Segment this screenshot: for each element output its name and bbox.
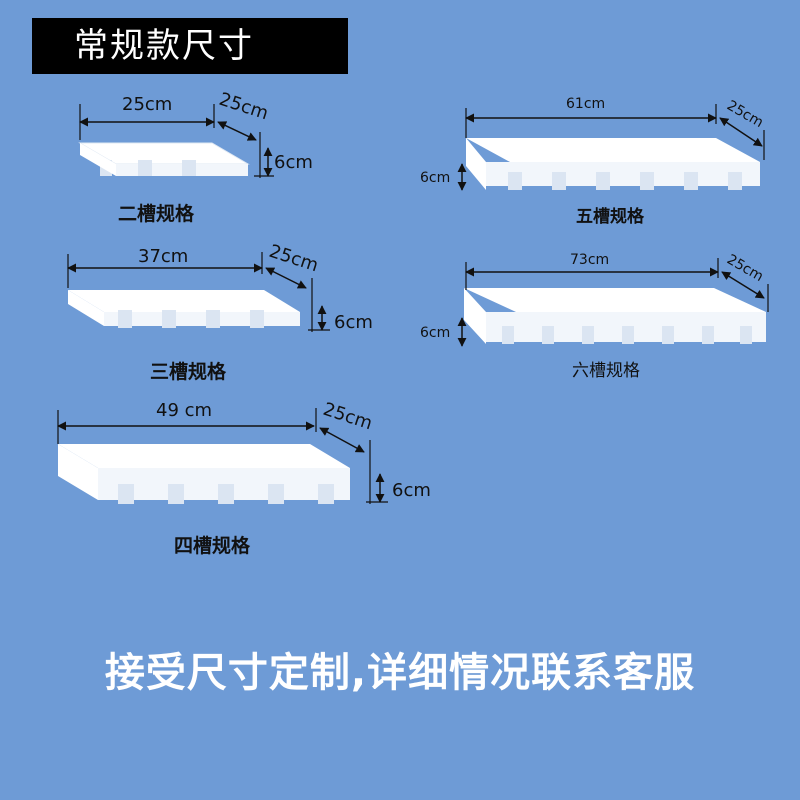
rack-6-slot-caption: 六槽规格 (572, 361, 640, 381)
rack-2-slot: 25cm 25cm 6cm 二槽规格 (78, 89, 313, 225)
page-title: 常规款尺寸 (32, 18, 348, 74)
rack-4-slot-length: 49 cm (156, 400, 212, 421)
rack-3-slot-depth: 25cm (266, 241, 320, 277)
rack-6-slot: 73cm 25cm 6cm 六槽规格 (420, 252, 769, 381)
rack-2-slot-length: 25cm (122, 94, 172, 115)
rack-4-slot-dims: 49 cm 25cm 6cm (57, 399, 431, 504)
rack-5-slot-height: 6cm (420, 170, 450, 186)
rack-3-slot: 37cm 25cm 6cm 三槽规格 (67, 241, 373, 383)
rack-5-slot-caption: 五槽规格 (576, 206, 645, 227)
rack-2-slot-height: 6cm (274, 152, 313, 173)
rack-6-slot-length: 73cm (570, 252, 609, 268)
customization-note: 接受尺寸定制,详细情况联系客服 (104, 650, 696, 696)
rack-5-slot-length: 61cm (566, 96, 605, 112)
rack-5-slot-shape (466, 138, 760, 190)
rack-2-slot-depth: 25cm (216, 89, 270, 125)
rack-4-slot-caption: 四槽规格 (174, 534, 251, 557)
rack-4-slot-height: 6cm (392, 480, 431, 501)
rack-2-slot-dims: 25cm 25cm 6cm (79, 89, 313, 178)
rack-6-slot-depth: 25cm (724, 252, 766, 285)
rack-2-slot-shape (78, 142, 250, 176)
rack-5-slot-depth: 25cm (724, 98, 766, 131)
rack-5-slot: 61cm 25cm 6cm 五槽规格 (420, 96, 766, 227)
rack-6-slot-shape (464, 288, 766, 344)
rack-4-slot-depth: 25cm (320, 399, 374, 435)
rack-6-slot-height: 6cm (420, 325, 450, 341)
rack-2-slot-caption: 二槽规格 (118, 202, 195, 225)
rack-3-slot-shape (68, 290, 300, 328)
rack-4-slot-shape (58, 444, 350, 504)
rack-3-slot-height: 6cm (334, 312, 373, 333)
rack-4-slot: 49 cm 25cm 6cm 四槽规格 (57, 399, 431, 557)
rack-3-slot-caption: 三槽规格 (150, 360, 227, 383)
rack-3-slot-length: 37cm (138, 246, 188, 267)
